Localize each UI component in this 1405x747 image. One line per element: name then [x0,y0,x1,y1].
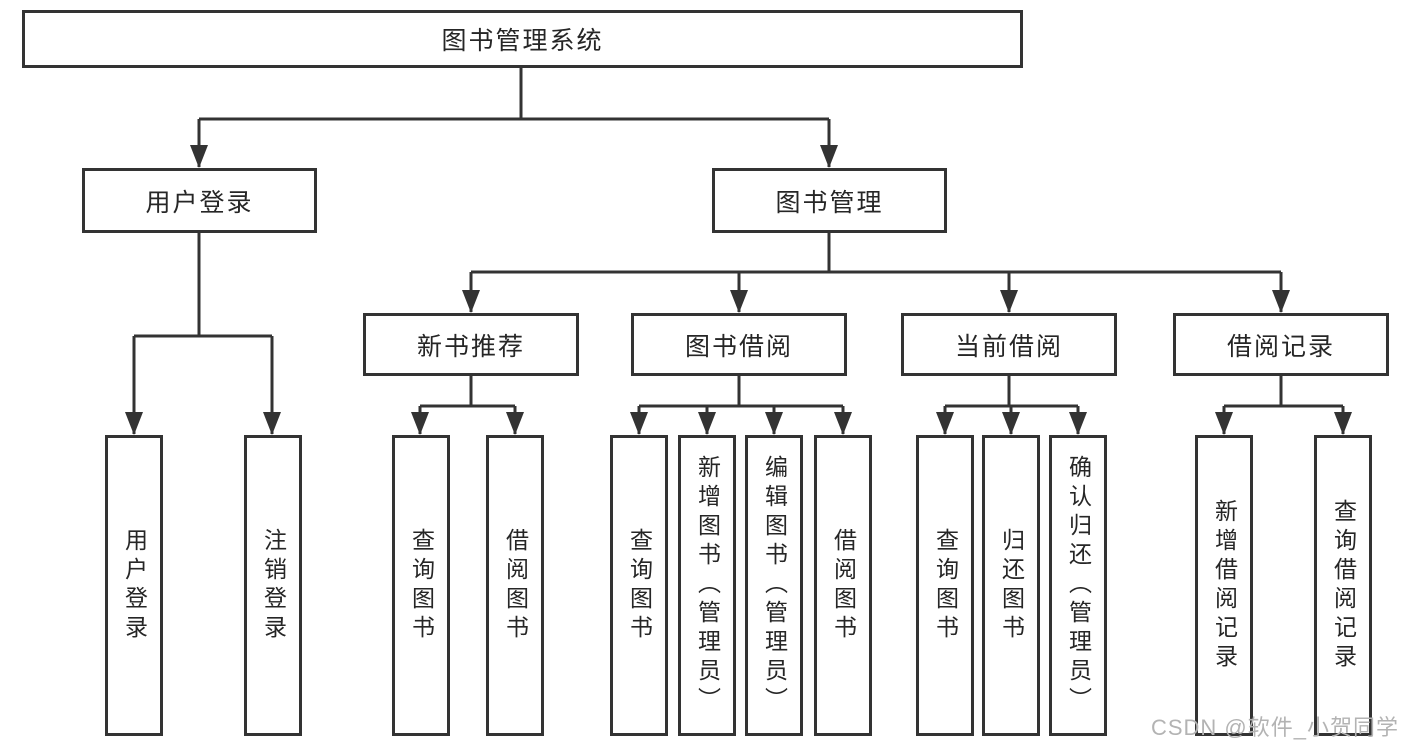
node-group-book-borrow: 图书借阅 [631,313,847,376]
node-group-current-borrow: 当前借阅 [901,313,1117,376]
leaf-query-books-1: 查询图书 [392,435,450,736]
leaf-edit-books-admin: 编辑图书（管理员） [745,435,803,736]
leaf-add-books-admin: 新增图书（管理员） [678,435,736,736]
leaf-borrow-books-2: 借阅图书 [814,435,872,736]
node-user-login: 用户登录 [82,168,317,233]
leaf-user-login: 用户登录 [105,435,163,736]
leaf-logout: 注销登录 [244,435,302,736]
node-group-new-book-recommend: 新书推荐 [363,313,579,376]
leaf-add-borrow-record: 新增借阅记录 [1195,435,1253,736]
node-book-management: 图书管理 [712,168,947,233]
leaf-query-books-2: 查询图书 [610,435,668,736]
leaf-query-books-3: 查询图书 [916,435,974,736]
leaf-query-borrow-record: 查询借阅记录 [1314,435,1372,736]
csdn-watermark: CSDN @软件_小贺同学 [1150,715,1399,740]
node-root: 图书管理系统 [22,10,1023,68]
leaf-return-books: 归还图书 [982,435,1040,736]
leaf-borrow-books-1: 借阅图书 [486,435,544,736]
leaf-confirm-return-admin: 确认归还（管理员） [1049,435,1107,736]
node-group-borrow-records: 借阅记录 [1173,313,1389,376]
